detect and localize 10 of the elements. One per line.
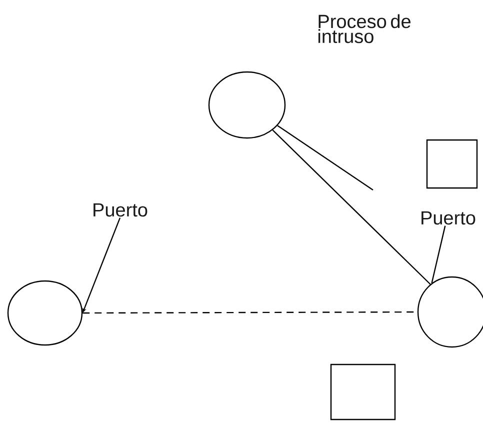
port-label: Puerto bbox=[94, 203, 148, 217]
square-node bbox=[426, 139, 478, 189]
leader-line bbox=[431, 226, 446, 284]
connector-line bbox=[272, 130, 431, 285]
port-label: Puerto bbox=[422, 211, 476, 225]
process-label: Proceso de intruso bbox=[318, 14, 410, 44]
circle-node bbox=[208, 71, 286, 139]
square-node bbox=[330, 364, 396, 420]
connector-line bbox=[277, 125, 374, 190]
circle-node bbox=[7, 280, 83, 346]
